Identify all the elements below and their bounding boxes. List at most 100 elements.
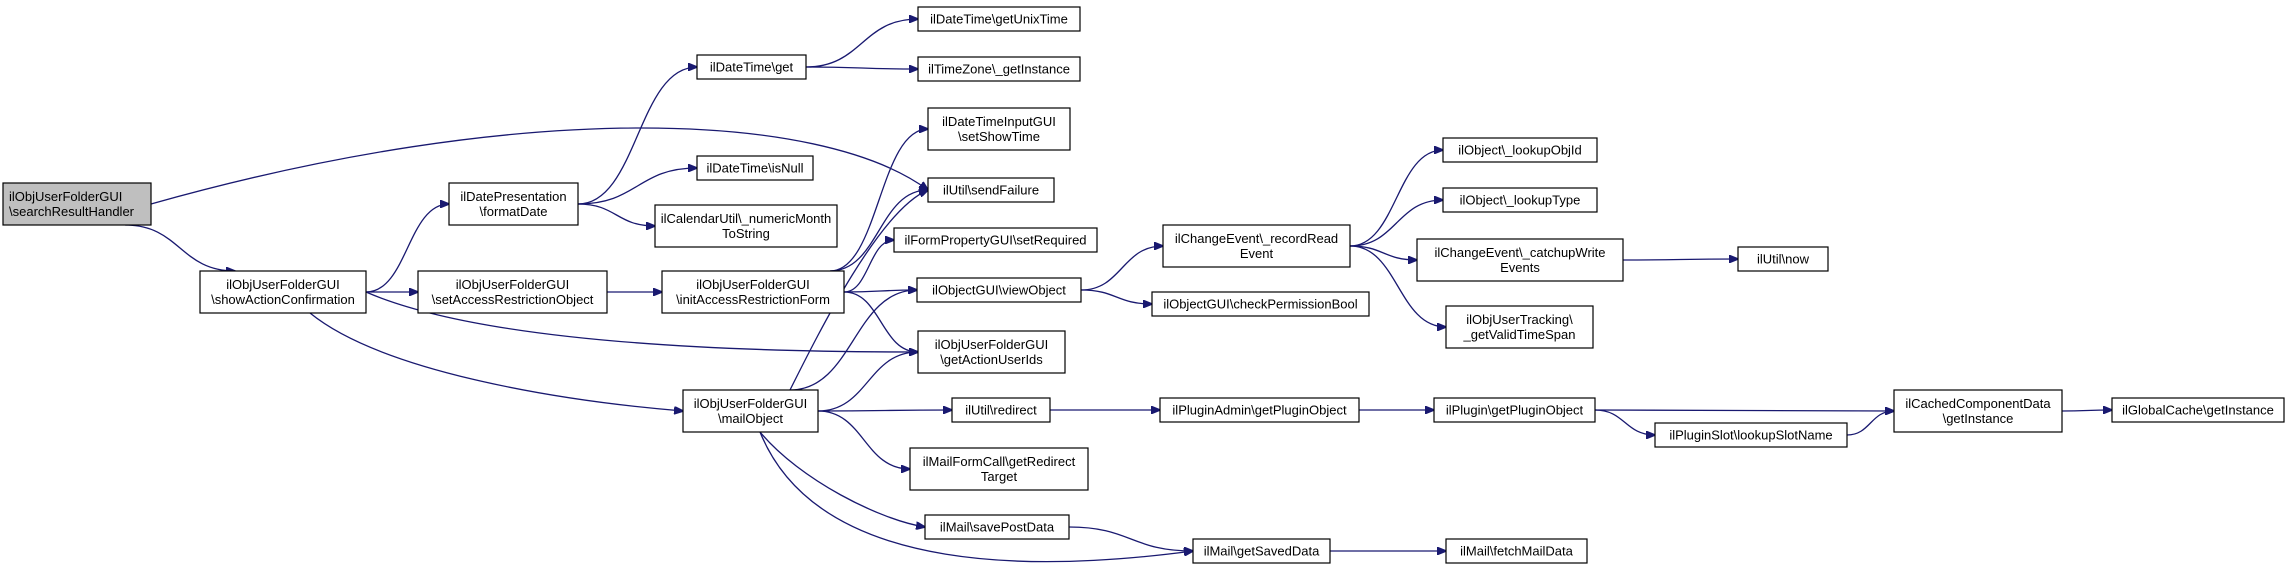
node-box (1162, 224, 1351, 268)
edge-viewObject-to-recordRead (1080, 246, 1163, 291)
node-label-line: ilObjUserFolderGUI (456, 277, 569, 292)
node-box (696, 155, 814, 181)
node-label-line: ilCachedComponentData (1905, 396, 2051, 411)
node-label-line: ilObjectGUI\viewObject (932, 283, 1066, 298)
node-label-line: ToString (722, 226, 770, 241)
node-box (448, 182, 579, 226)
node-getActionUserIds[interactable]: ilObjUserFolderGUI\getActionUserIds (917, 330, 1066, 374)
node-box (682, 389, 819, 433)
node-redirect[interactable]: ilUtil\redirect (951, 397, 1051, 423)
node-cachedCompData[interactable]: ilCachedComponentData\getInstance (1893, 389, 2063, 433)
node-label-line: ilObjUserFolderGUI (694, 396, 807, 411)
edge-pluginGPO-to-lookupSlotName (1594, 409, 1655, 435)
edge-mailObject-to-getRedirectTarget (817, 410, 910, 469)
edge-initARF-to-sendFailure (829, 190, 928, 272)
edge-showAction-to-mailObject (309, 312, 683, 411)
node-label-line: \initAccessRestrictionForm (676, 292, 830, 307)
node-lookupType[interactable]: ilObject\_lookupType (1442, 187, 1598, 213)
node-box (917, 330, 1066, 374)
node-label-line: ilMail\savePostData (940, 520, 1055, 535)
edges-layer (124, 19, 2112, 563)
node-box (1416, 238, 1624, 282)
node-box (1654, 422, 1848, 448)
node-label-line: ilObject\_lookupType (1460, 193, 1581, 208)
node-isNull[interactable]: ilDateTime\isNull (696, 155, 814, 181)
edge-mailObject-to-getSavedData (759, 431, 1193, 563)
node-label-line: _getValidTimeSpan (1462, 327, 1575, 342)
edge-initARF-to-setRequired (843, 240, 894, 293)
node-box (1433, 397, 1596, 423)
node-label-line: ilPlugin\getPluginObject (1446, 403, 1584, 418)
edge-formatDate-to-dtGet (577, 67, 697, 205)
node-showAction[interactable]: ilObjUserFolderGUI\showActionConfirmatio… (199, 270, 367, 314)
node-label-line: ilMail\fetchMailData (1460, 544, 1573, 559)
node-label-line: Events (1500, 260, 1540, 275)
node-box (199, 270, 367, 314)
node-label-line: \mailObject (718, 411, 783, 426)
edge-mailObject-to-getActionUserIds (817, 352, 918, 412)
node-label-line: ilObjUserFolderGUI (696, 277, 809, 292)
node-validTimeSpan[interactable]: ilObjUserTracking\_getValidTimeSpan (1445, 305, 1594, 349)
node-getUnixTime[interactable]: ilDateTime\getUnixTime (917, 6, 1081, 32)
node-initARF[interactable]: ilObjUserFolderGUI\initAccessRestriction… (661, 270, 845, 314)
node-label-line: \setShowTime (958, 129, 1040, 144)
node-box (1445, 538, 1588, 564)
node-viewObject[interactable]: ilObjectGUI\viewObject (916, 277, 1082, 303)
node-box (916, 277, 1082, 303)
node-box (696, 54, 807, 80)
node-box (654, 204, 838, 248)
node-label-line: ilMail\getSavedData (1204, 544, 1320, 559)
node-pluginGPO[interactable]: ilPlugin\getPluginObject (1433, 397, 1596, 423)
edge-showAction-to-formatDate (365, 204, 449, 293)
edge-lookupSlotName-to-cachedCompData (1846, 411, 1894, 436)
node-lookupObjId[interactable]: ilObject\_lookupObjId (1442, 137, 1598, 163)
node-mailObject[interactable]: ilObjUserFolderGUI\mailObject (682, 389, 819, 433)
node-box (1893, 389, 2063, 433)
edge-recordRead-to-validTimeSpan (1349, 245, 1446, 327)
node-tzGetInstance[interactable]: ilTimeZone\_getInstance (917, 56, 1081, 82)
node-label-line: ilObjUserFolderGUI (226, 277, 339, 292)
node-box (917, 6, 1081, 32)
node-label-line: \setAccessRestrictionObject (432, 292, 594, 307)
node-globalCache[interactable]: ilGlobalCache\getInstance (2111, 397, 2285, 423)
node-formatDate[interactable]: ilDatePresentation\formatDate (448, 182, 579, 226)
node-root[interactable]: ilObjUserFolderGUI\searchResultHandler (2, 182, 152, 226)
edge-catchupWrite-to-utilNow (1622, 259, 1738, 260)
edge-initARF-to-setShowTime (829, 129, 928, 272)
edge-recordRead-to-catchupWrite (1349, 245, 1417, 260)
node-label-line: ilUtil\sendFailure (943, 183, 1039, 198)
node-checkPermBool[interactable]: ilObjectGUI\checkPermissionBool (1151, 291, 1370, 317)
node-savePostData[interactable]: ilMail\savePostData (924, 514, 1070, 540)
node-label-line: ilGlobalCache\getInstance (2122, 403, 2274, 418)
node-getSavedData[interactable]: ilMail\getSavedData (1192, 538, 1331, 564)
node-fetchMailData[interactable]: ilMail\fetchMailData (1445, 538, 1588, 564)
node-label-line: \searchResultHandler (9, 204, 135, 219)
node-box (1445, 305, 1594, 349)
node-label-line: ilDateTime\isNull (706, 161, 803, 176)
node-dtGet[interactable]: ilDateTime\get (696, 54, 807, 80)
node-box (1442, 187, 1598, 213)
node-label-line: \getActionUserIds (940, 352, 1043, 367)
node-pluginAdminGPO[interactable]: ilPluginAdmin\getPluginObject (1159, 397, 1360, 423)
node-sendFailure[interactable]: ilUtil\sendFailure (927, 177, 1055, 203)
edge-mailObject-to-viewObject (789, 290, 917, 391)
node-label-line: ilMailFormCall\getRedirect (923, 454, 1076, 469)
node-label-line: ilObjUserFolderGUI (935, 337, 1048, 352)
edge-dtGet-to-getUnixTime (805, 19, 918, 68)
edge-root-to-showAction (124, 224, 235, 271)
edge-formatDate-to-numericMonth (577, 203, 655, 226)
edge-mailObject-to-redirect (817, 410, 952, 411)
edge-mailObject-to-savePostData (759, 431, 925, 527)
node-utilNow[interactable]: ilUtil\now (1737, 246, 1829, 272)
node-box (1737, 246, 1829, 272)
node-setAccessRO[interactable]: ilObjUserFolderGUI\setAccessRestrictionO… (417, 270, 608, 314)
node-setRequired[interactable]: ilFormPropertyGUI\setRequired (893, 227, 1098, 253)
node-setShowTime[interactable]: ilDateTimeInputGUI\setShowTime (927, 107, 1071, 151)
node-box (2, 182, 152, 226)
node-lookupSlotName[interactable]: ilPluginSlot\lookupSlotName (1654, 422, 1848, 448)
